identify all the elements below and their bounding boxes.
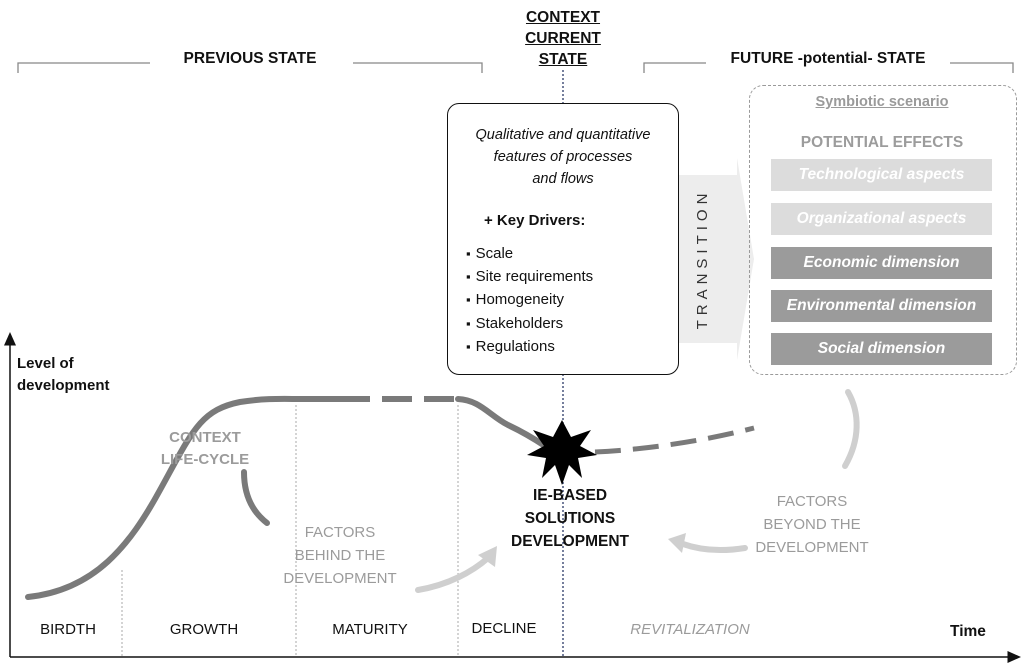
previous-state-bracket xyxy=(17,62,483,73)
phase-decline: DECLINE xyxy=(471,620,537,637)
effect-technological: Technological aspects xyxy=(771,159,992,191)
driver-item: Site requirements xyxy=(466,265,594,288)
factors-behind-arrow xyxy=(415,546,497,593)
phase-birth: BIRDTH xyxy=(40,621,96,638)
key-drivers-title: + Key Drivers: xyxy=(484,212,586,229)
factors-behind-line: BEHIND THE xyxy=(294,547,386,564)
effect-social: Social dimension xyxy=(771,333,992,365)
lifecycle-curve-decline xyxy=(455,396,548,449)
lifecycle-label-line: LIFE-CYCLE xyxy=(160,451,250,468)
features-box: Qualitative and quantitative features of… xyxy=(447,103,679,375)
factors-behind-line: FACTORS xyxy=(304,524,376,541)
y-axis-label: Level of development xyxy=(17,353,110,397)
ie-label-line: DEVELOPMENT xyxy=(511,533,629,550)
factors-beyond-arrow xyxy=(668,533,748,554)
previous-state-header: PREVIOUS STATE xyxy=(183,50,317,67)
context-line-2: CURRENT xyxy=(525,30,601,47)
phase-growth: GROWTH xyxy=(169,621,239,638)
driver-item: Stakeholders xyxy=(466,312,593,335)
transition-arrow xyxy=(679,158,754,360)
context-line-1: CONTEXT xyxy=(525,9,601,26)
symbiotic-scenario-title: Symbiotic scenario xyxy=(815,94,949,110)
factors-beyond-line: FACTORS xyxy=(776,493,848,510)
driver-item: Regulations xyxy=(466,335,593,358)
factors-beyond-line: BEYOND THE xyxy=(763,516,861,533)
context-line-3: STATE xyxy=(538,51,588,68)
factors-behind-line: DEVELOPMENT xyxy=(283,570,397,587)
x-axis-label: Time xyxy=(950,623,986,640)
y-axis-label-line: Level of xyxy=(17,355,74,372)
potential-effects-title: POTENTIAL EFFECTS xyxy=(800,134,964,151)
transition-label: TRANSITION xyxy=(694,188,711,330)
factors-beyond-label: FACTORS BEYOND THE DEVELOPMENT xyxy=(745,490,879,559)
effect-economic: Economic dimension xyxy=(771,247,992,279)
context-current-state-header: CONTEXT CURRENT STATE xyxy=(500,7,626,70)
lifecycle-hook-arrow xyxy=(241,469,270,526)
effect-environmental: Environmental dimension xyxy=(771,290,992,322)
driver-item: Scale xyxy=(466,242,593,265)
features-intro: Qualitative and quantitative features of… xyxy=(448,124,678,190)
context-lifecycle-label: CONTEXT LIFE-CYCLE xyxy=(150,427,260,471)
y-axis-label-line: development xyxy=(17,377,110,394)
symbiotic-scenario-box xyxy=(749,85,1017,375)
phase-revitalization: REVITALIZATION xyxy=(630,621,750,638)
features-intro-line: features of processes xyxy=(493,149,633,165)
driver-item: Homogeneity xyxy=(466,288,593,311)
symbiotic-hook-arrow xyxy=(842,389,860,469)
factors-behind-label: FACTORS BEHIND THE DEVELOPMENT xyxy=(272,521,408,590)
future-state-header: FUTURE -potential- STATE xyxy=(730,50,926,67)
ie-label-line: SOLUTIONS xyxy=(524,510,616,527)
phase-maturity: MATURITY xyxy=(332,621,408,638)
lifecycle-label-line: CONTEXT xyxy=(169,429,241,446)
ie-solutions-label: IE-BASED SOLUTIONS DEVELOPMENT xyxy=(510,484,630,553)
revitalization-curve-dashed xyxy=(594,425,755,455)
features-intro-line: Qualitative and quantitative xyxy=(475,127,651,143)
future-state-bracket xyxy=(643,62,1014,73)
effect-organizational: Organizational aspects xyxy=(771,203,992,235)
lifecycle-curve xyxy=(25,395,343,600)
ie-solution-star xyxy=(527,420,597,485)
phase-dividers xyxy=(121,405,459,657)
ie-label-line: IE-BASED xyxy=(532,487,608,504)
factors-beyond-line: DEVELOPMENT xyxy=(755,539,869,556)
key-drivers-list: Scale Site requirements Homogeneity Stak… xyxy=(466,242,594,358)
features-intro-line: and flows xyxy=(532,171,594,187)
